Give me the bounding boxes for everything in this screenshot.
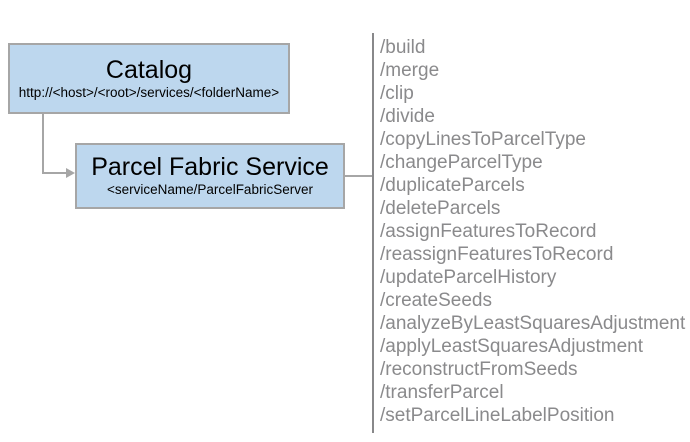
- endpoint-item: /build: [380, 37, 426, 58]
- service-title: Parcel Fabric Service: [91, 153, 329, 182]
- service-url-pattern: <serviceName/ParcelFabricServer: [107, 182, 313, 198]
- catalog-node: Catalog http://<host>/<root>/services/<f…: [8, 43, 290, 114]
- endpoint-divider-line: [372, 33, 374, 433]
- endpoint-item: /merge: [380, 60, 440, 81]
- catalog-title: Catalog: [105, 55, 193, 84]
- endpoint-item: /clip: [380, 83, 414, 104]
- endpoint-item: /copyLinesToParcelType: [380, 129, 586, 150]
- connector-horizontal-segment: [42, 172, 67, 174]
- endpoint-item: /createSeeds: [380, 290, 492, 311]
- endpoint-item: /divide: [380, 106, 435, 127]
- endpoint-item: /duplicateParcels: [380, 175, 525, 196]
- endpoint-list: /build/merge/clip/divide/copyLinesToParc…: [380, 36, 688, 427]
- parcel-fabric-service-node: Parcel Fabric Service <serviceName/Parce…: [75, 143, 345, 209]
- connector-arrowhead-icon: [66, 168, 75, 178]
- service-to-list-connector: [345, 175, 372, 177]
- endpoint-item: /deleteParcels: [380, 198, 501, 219]
- endpoint-item: /updateParcelHistory: [380, 267, 557, 288]
- endpoint-item: /analyzeByLeastSquaresAdjustment: [380, 313, 686, 334]
- endpoint-item: /transferParcel: [380, 382, 504, 403]
- endpoint-item: /changeParcelType: [380, 152, 543, 173]
- endpoint-item: /assignFeaturesToRecord: [380, 221, 597, 242]
- endpoint-item: /reassignFeaturesToRecord: [380, 244, 614, 265]
- endpoint-item: /reconstructFromSeeds: [380, 359, 578, 380]
- catalog-url-pattern: http://<host>/<root>/services/<folderNam…: [18, 84, 280, 100]
- endpoint-item: /setParcelLineLabelPosition: [380, 405, 615, 426]
- endpoint-item: /applyLeastSquaresAdjustment: [380, 336, 643, 357]
- connector-vertical-segment: [42, 114, 44, 174]
